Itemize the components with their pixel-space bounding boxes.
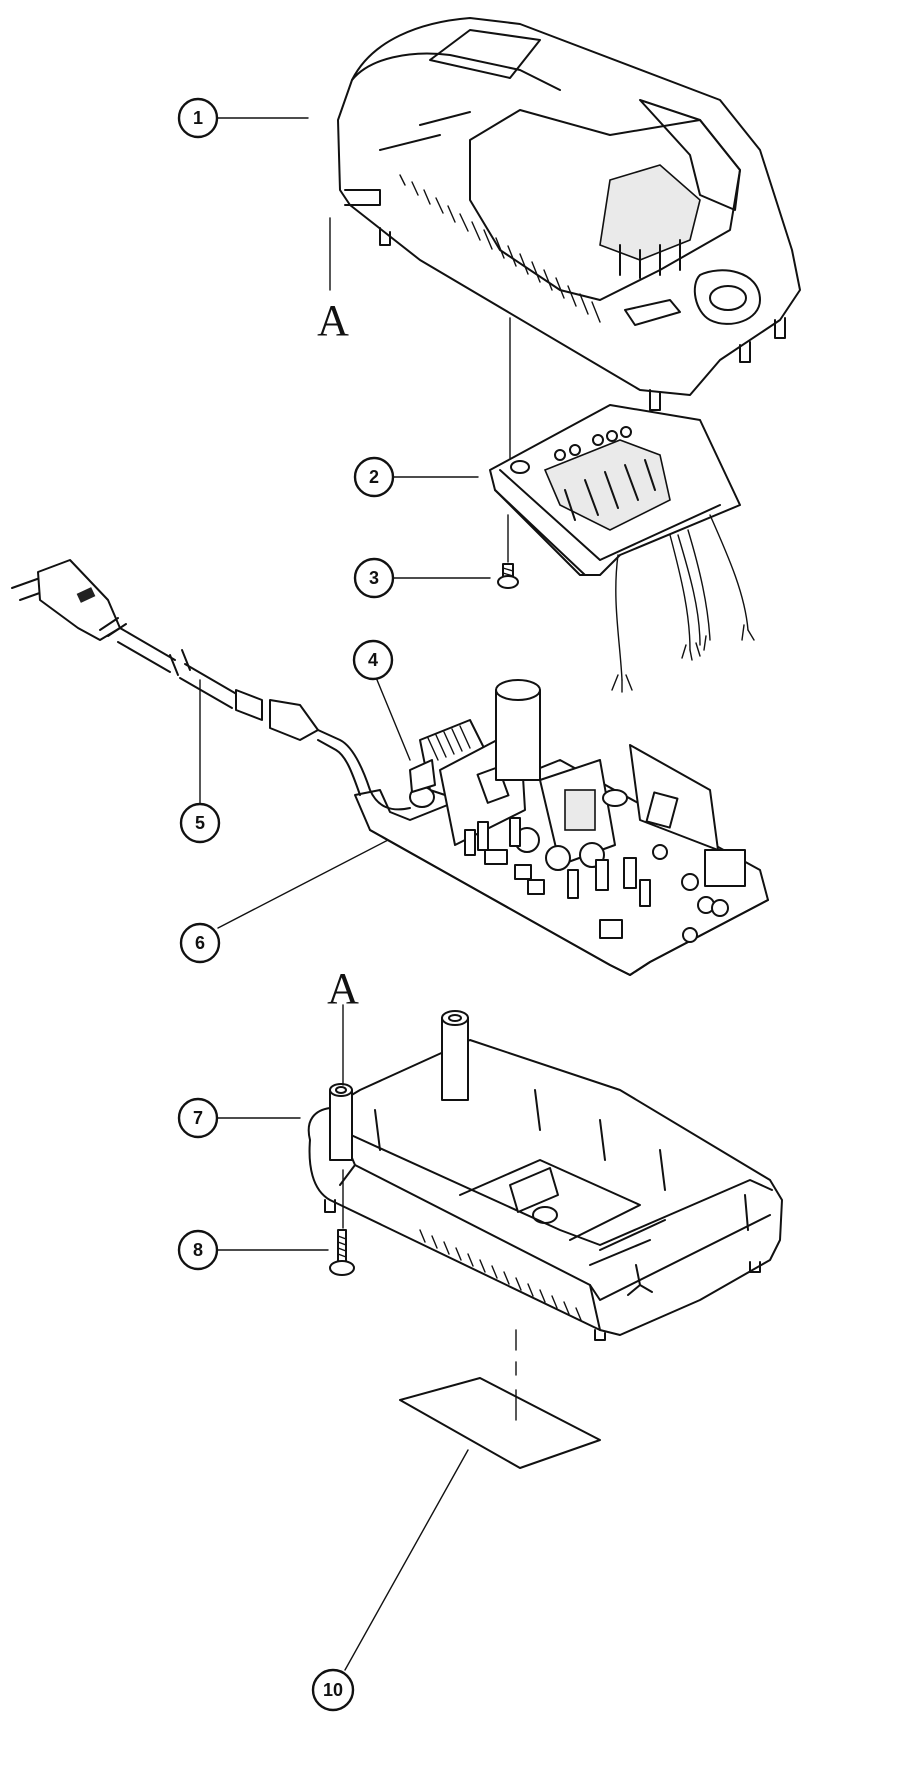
base-housing	[307, 1010, 783, 1341]
circuit-board	[354, 679, 769, 976]
reference-mark-a-upper: A	[317, 296, 349, 345]
callout-10-label: 10	[323, 1680, 343, 1700]
callout-5-label: 5	[195, 813, 205, 833]
reference-mark-a-lower: A	[327, 964, 359, 1013]
callout-6: 6	[179, 922, 221, 964]
callout-1: 1	[177, 97, 219, 139]
callout-3: 3	[353, 557, 395, 599]
callout-7-label: 7	[193, 1108, 203, 1128]
callout-4-label: 4	[368, 650, 378, 670]
screw-3	[497, 563, 519, 589]
callout-1-label: 1	[193, 108, 203, 128]
leader-lines	[199, 117, 517, 1671]
callout-10: 10	[311, 1668, 355, 1712]
top-housing	[337, 17, 801, 411]
screw-8	[329, 1229, 355, 1276]
power-cord	[11, 559, 411, 811]
callout-6-label: 6	[195, 933, 205, 953]
callout-8: 8	[177, 1229, 219, 1271]
callout-2: 2	[353, 456, 395, 498]
callout-3-label: 3	[369, 568, 379, 588]
callout-4: 4	[352, 639, 394, 681]
callout-7: 7	[177, 1097, 219, 1139]
callout-8-label: 8	[193, 1240, 203, 1260]
terminal-block	[489, 404, 755, 693]
callout-5: 5	[179, 802, 221, 844]
callout-2-label: 2	[369, 467, 379, 487]
label-plate	[399, 1377, 601, 1469]
